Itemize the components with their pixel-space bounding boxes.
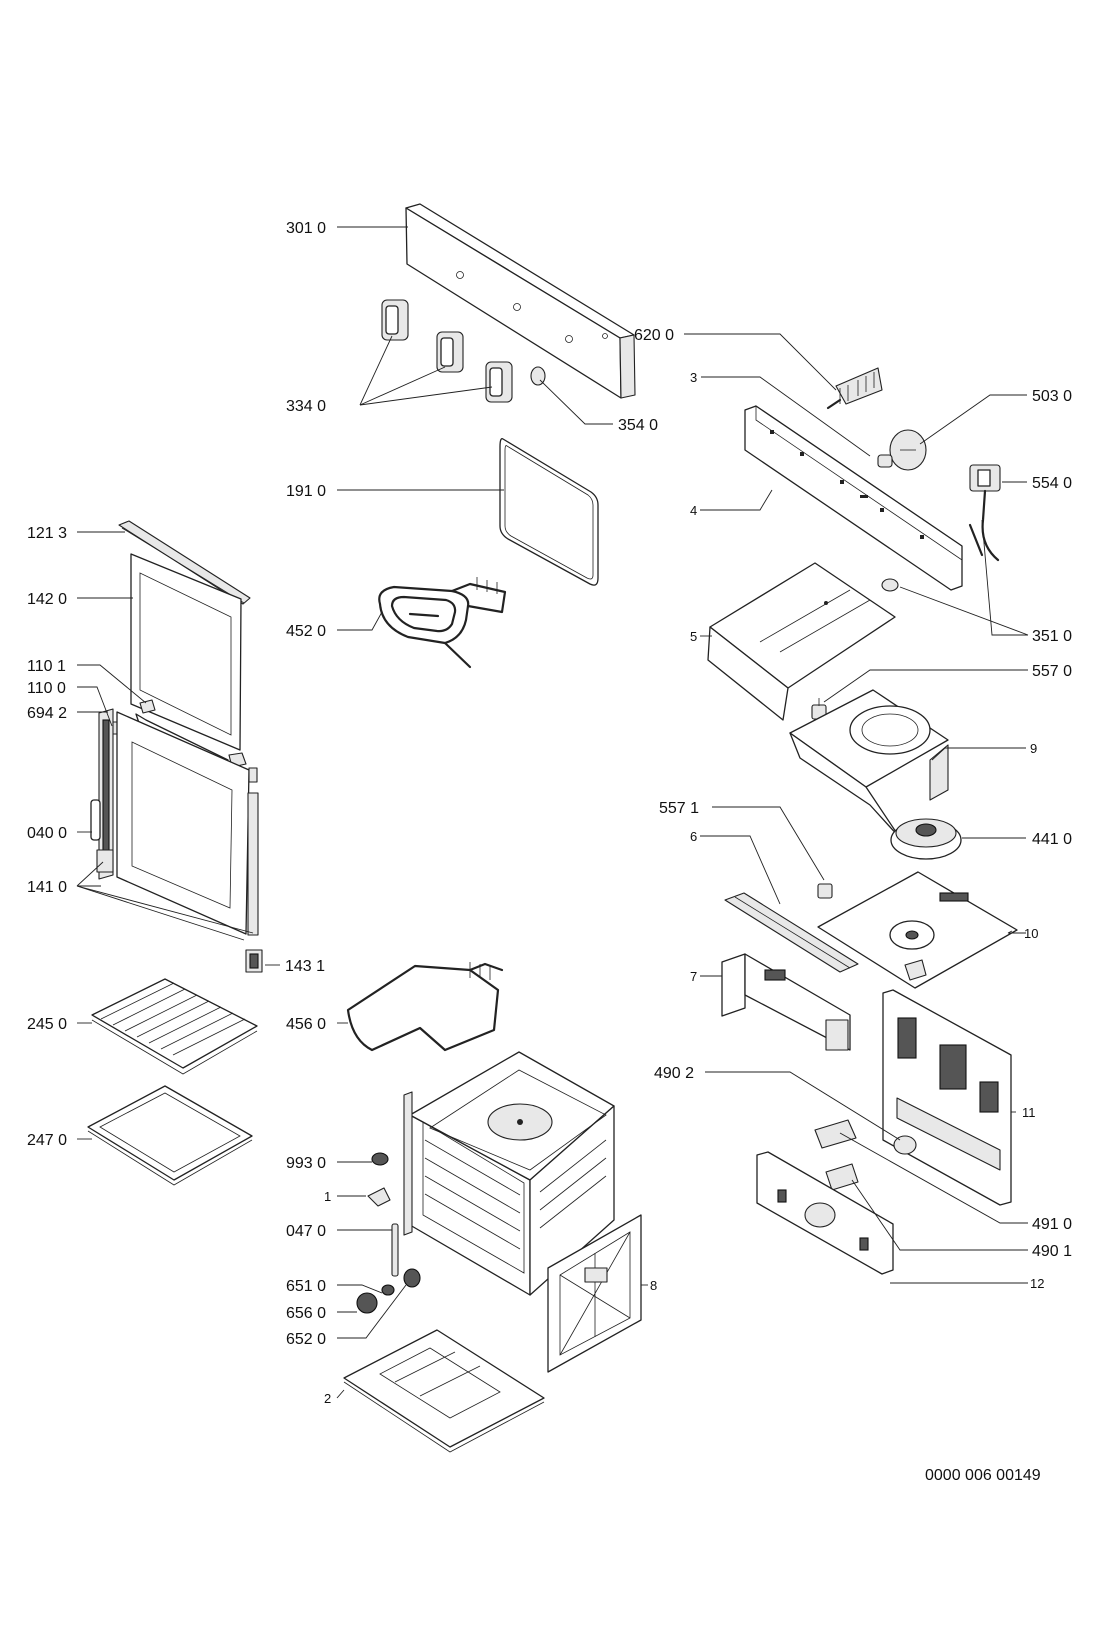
label-5: 5 xyxy=(690,629,697,644)
label-8: 8 xyxy=(650,1278,657,1293)
fan-cover-part xyxy=(789,689,949,839)
label-121-3: 121 3 xyxy=(27,525,67,542)
thermostat-part xyxy=(877,429,927,471)
label-3: 3 xyxy=(690,370,697,385)
duct-rail-part xyxy=(724,892,859,973)
label-12: 12 xyxy=(1030,1276,1044,1291)
door-top-profile-part xyxy=(118,520,251,605)
label-503-0: 503 0 xyxy=(1032,388,1072,405)
leader-lines xyxy=(76,226,1029,1399)
label-993-0: 993 0 xyxy=(286,1155,326,1172)
side-bracket-part xyxy=(721,953,851,1051)
label-4: 4 xyxy=(690,503,697,518)
label-6: 6 xyxy=(690,829,697,844)
label-047-0: 047 0 xyxy=(286,1223,326,1240)
label-557-0: 557 0 xyxy=(1032,663,1072,680)
limit-sensor-part xyxy=(817,883,833,899)
label-651-0: 651 0 xyxy=(286,1278,326,1295)
label-7: 7 xyxy=(690,969,697,984)
label-656-0: 656 0 xyxy=(286,1305,326,1322)
label-142-0: 142 0 xyxy=(27,591,67,608)
back-panel-part xyxy=(882,989,1012,1206)
label-652-0: 652 0 xyxy=(286,1331,326,1348)
label-557-1: 557 1 xyxy=(659,800,699,817)
part-labels: 301 0 334 0 354 0 191 0 121 3 142 0 452 … xyxy=(27,220,1072,1484)
label-9: 9 xyxy=(1030,741,1037,756)
label-491-0: 491 0 xyxy=(1032,1216,1072,1233)
push-button-part xyxy=(530,366,546,386)
label-245-0: 245 0 xyxy=(27,1016,67,1033)
label-191-0: 191 0 xyxy=(286,483,326,500)
document-code: 0000 006 00149 xyxy=(925,1467,1041,1484)
safety-thermostat-part xyxy=(968,464,1001,562)
label-620-0: 620 0 xyxy=(634,327,674,344)
baking-tray-part xyxy=(87,1085,253,1186)
door-hinge-part xyxy=(90,708,114,880)
door-gasket-part xyxy=(499,438,599,586)
label-2: 2 xyxy=(324,1391,331,1406)
front-frame-part xyxy=(744,405,963,591)
label-334-0: 334 0 xyxy=(286,398,326,415)
grill-element-part xyxy=(378,577,507,669)
label-1: 1 xyxy=(324,1189,331,1204)
door-glass-part xyxy=(130,553,242,751)
label-110-1: 110 1 xyxy=(27,658,66,675)
label-11: 11 xyxy=(1022,1105,1036,1120)
bottom-element-part xyxy=(346,962,504,1052)
small-fittings-part xyxy=(356,1152,421,1314)
label-441-0: 441 0 xyxy=(1032,831,1072,848)
label-110-0: 110 0 xyxy=(27,680,66,697)
label-351-0: 351 0 xyxy=(1032,628,1072,645)
label-490-1: 490 1 xyxy=(1032,1243,1072,1260)
label-490-2: 490 2 xyxy=(654,1065,694,1082)
label-694-2: 694 2 xyxy=(27,705,67,722)
label-354-0: 354 0 xyxy=(618,417,658,434)
label-141-0: 141 0 xyxy=(27,879,67,896)
label-456-0: 456 0 xyxy=(286,1016,326,1033)
knob-part xyxy=(381,299,513,403)
fan-motor-part xyxy=(890,818,962,860)
label-040-0: 040 0 xyxy=(27,825,67,842)
hinge-block-part xyxy=(245,949,263,973)
label-143-1: 143 1 xyxy=(285,958,325,975)
rear-panel-part xyxy=(547,1214,642,1373)
fan-housing-cover-part xyxy=(707,562,899,721)
lower-panel-part xyxy=(756,1151,894,1275)
bottom-plate-part xyxy=(343,1329,545,1453)
control-panel-part xyxy=(405,203,636,399)
outer-door-part xyxy=(116,711,259,936)
label-247-0: 247 0 xyxy=(27,1132,67,1149)
label-452-0: 452 0 xyxy=(286,623,326,640)
lamp-terminal-parts xyxy=(814,1119,917,1191)
oven-cavity-part xyxy=(403,1051,615,1296)
selector-switch-part xyxy=(826,367,883,410)
fan-plate-part xyxy=(817,871,1018,989)
label-554-0: 554 0 xyxy=(1032,475,1072,492)
label-10: 10 xyxy=(1024,926,1038,941)
label-301-0: 301 0 xyxy=(286,220,326,237)
wire-shelf-part xyxy=(91,978,258,1075)
